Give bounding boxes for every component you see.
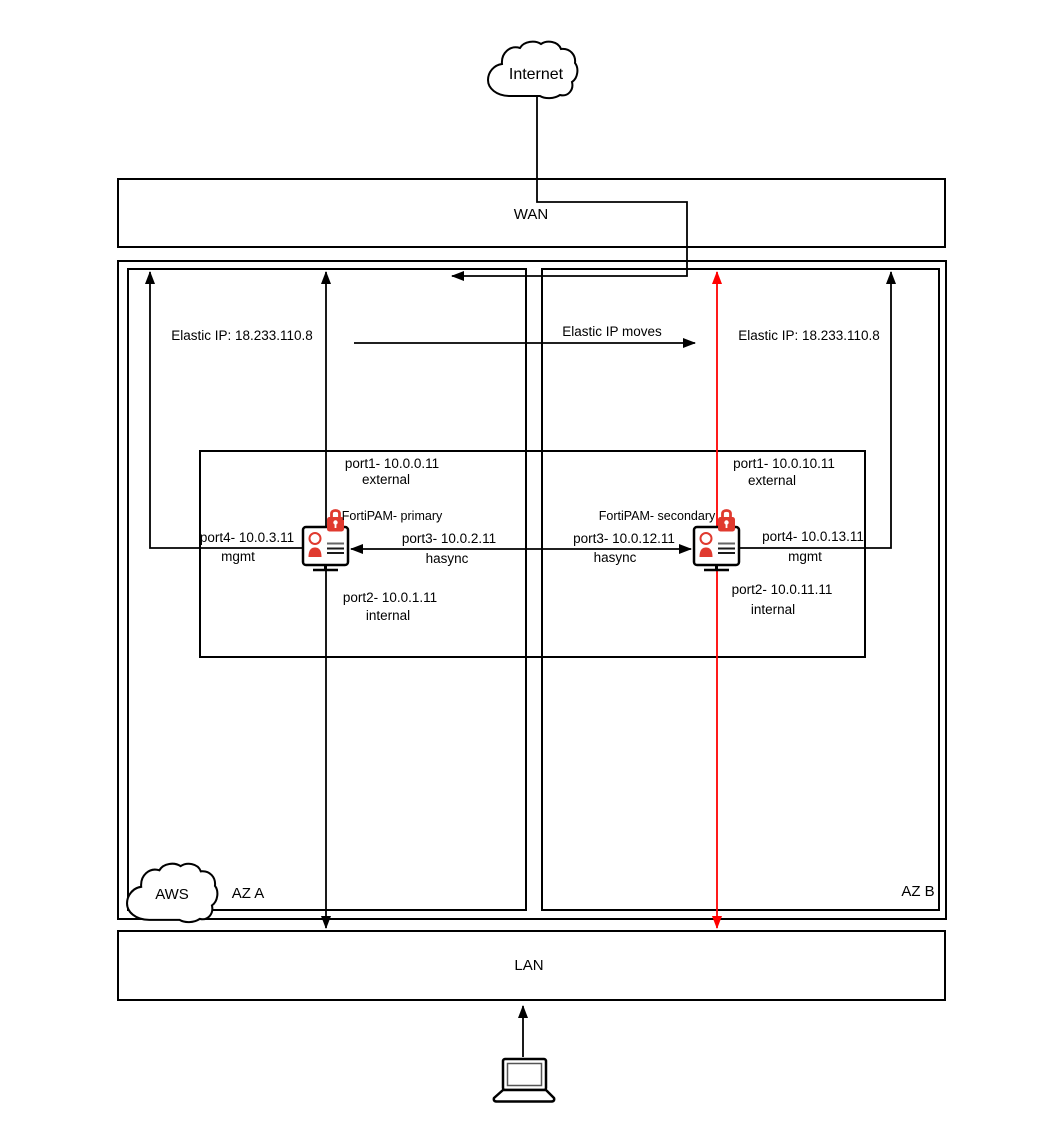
az-b-label: AZ B [901,883,935,900]
secondary-mgmt-line [740,271,896,549]
internet-wan-ingress-line [451,96,688,281]
laptop-icon [492,1057,556,1103]
primary-port2-label: port2- 10.0.1.11 [342,590,438,605]
user-icon-head [699,532,713,545]
lock-icon-keyhole-stem [725,523,728,528]
user-icon-body [699,547,713,557]
monitor-screen [301,525,350,567]
primary-mgmt-line [145,271,303,549]
secondary-port1-role-label: external [747,473,797,488]
lock-icon-keyhole [333,520,338,525]
lan-label: LAN [514,957,544,974]
primary-port1-role-label: external [361,472,411,487]
secondary-port2-role-label: internal [750,602,796,617]
elastic-ip-moves-label: Elastic IP moves [562,324,662,339]
secondary-port3-role-label: hasync [593,550,637,565]
primary-port3-label: port3- 10.0.2.11 [401,531,497,546]
aws-label: AWS [155,886,189,903]
primary-port4-label: port4- 10.0.3.11 [199,530,295,545]
wan-label: WAN [513,206,549,223]
elastic-ip-b-label: Elastic IP: 18.233.110.8 [738,328,880,343]
secondary-port4-label: port4- 10.0.13.11 [762,529,864,544]
internet-label: Internet [508,66,564,83]
secondary-port4-role-label: mgmt [788,549,822,564]
secondary-port1-label: port1- 10.0.10.11 [733,456,835,471]
primary-port1-label: port1- 10.0.0.11 [344,456,440,471]
secondary-port2-label: port2- 10.0.11.11 [731,582,833,597]
primary-port3-role-label: hasync [425,551,469,566]
monitor-screen [692,525,741,567]
fortipam-primary-name-label: FortiPAM- primary [341,509,443,523]
primary-port4-role-label: mgmt [221,549,255,564]
aws-cloud-box [117,260,947,920]
fortipam-secondary-device-icon [692,509,741,572]
lock-icon-keyhole [724,520,729,525]
secondary-port3-label: port3- 10.0.12.11 [573,531,675,546]
lock-icon-keyhole-stem [334,523,337,528]
internet-cloud-icon [486,40,579,100]
az-a-label: AZ A [231,885,265,902]
az-b-box [541,268,940,911]
ha-cluster-box [199,450,866,658]
laptop-base [492,1088,556,1103]
fortipam-primary-device-icon [301,509,350,572]
primary-port2-role-label: internal [365,608,411,623]
lock-icon-shackle [721,509,732,518]
lan-zone-box [117,930,946,1001]
laptop-screen-inner [506,1062,543,1087]
aws-cloud-icon [126,862,219,924]
wan-zone-box [117,178,946,248]
elastic-ip-a-label: Elastic IP: 18.233.110.8 [171,328,313,343]
user-icon-body [308,547,322,557]
fortipam-secondary-name-label: FortiPAM- secondary [598,509,716,523]
lock-icon-shackle [330,509,341,518]
user-icon-head [308,532,322,545]
